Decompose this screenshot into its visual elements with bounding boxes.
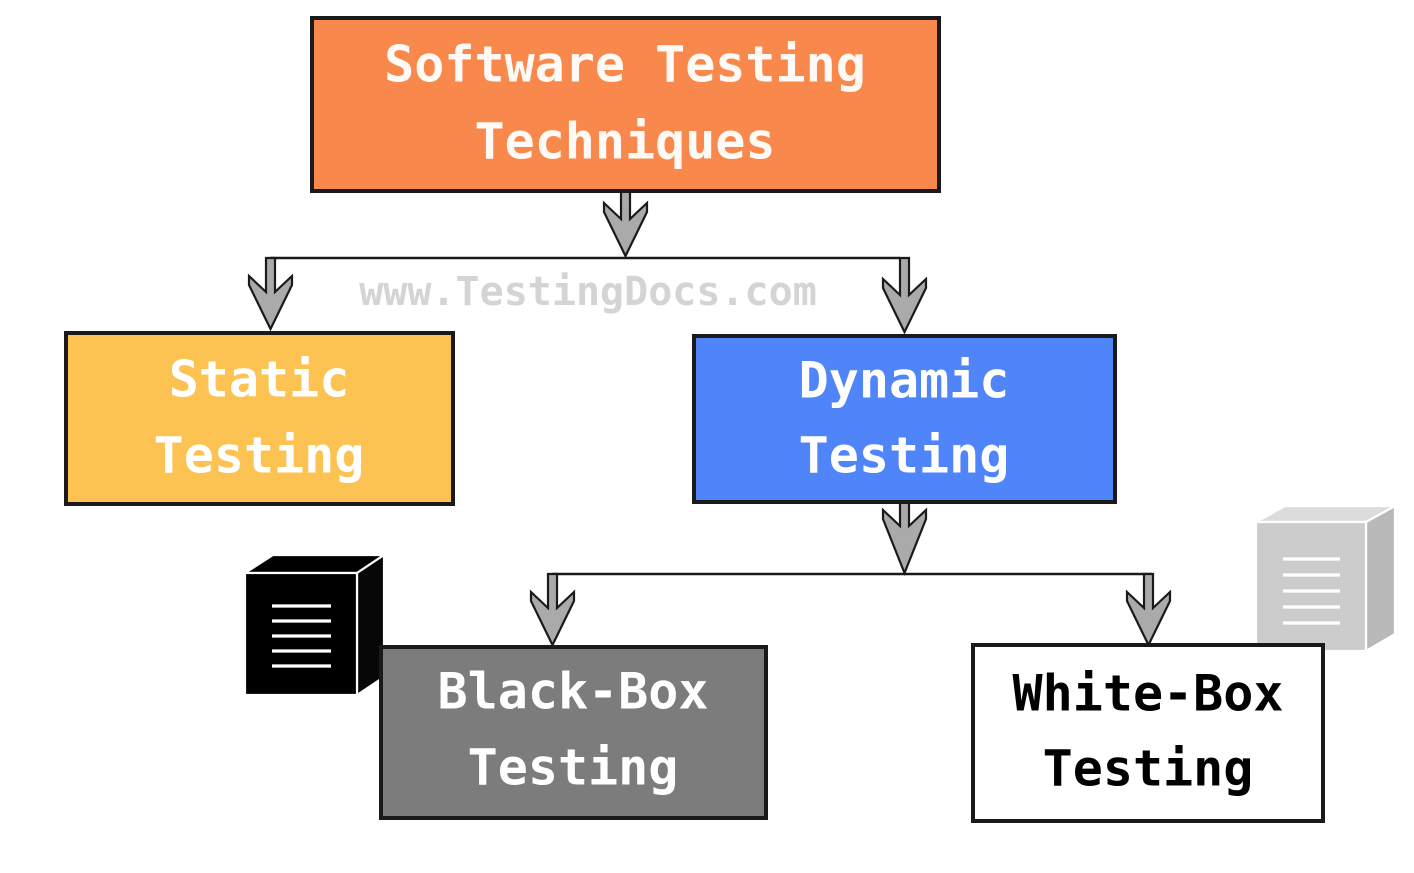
edge-root-to-static bbox=[247, 256, 294, 332]
node-dynamic-testing[interactable]: Dynamic Testing bbox=[692, 334, 1117, 504]
node-label-root-line2: Techniques bbox=[474, 113, 775, 171]
arrowhead-dynamic bbox=[881, 256, 928, 335]
node-box-root[interactable] bbox=[310, 16, 941, 193]
node-static-testing[interactable]: Static Testing bbox=[64, 331, 455, 506]
watermark-label: www.TestingDocs.com bbox=[359, 269, 817, 315]
arrowhead-blackbox bbox=[529, 572, 576, 648]
node-label-whitebox-line2: Testing bbox=[1043, 740, 1254, 798]
node-label-static-line2: Testing bbox=[154, 427, 365, 485]
arrowhead-dynamic-trunk bbox=[881, 500, 928, 576]
white-cube-icon bbox=[1254, 504, 1397, 653]
arrowhead-root-trunk bbox=[602, 189, 649, 259]
edge-root-to-children-trunk bbox=[602, 189, 649, 259]
node-box-blackbox[interactable] bbox=[379, 645, 768, 820]
connectors-layer bbox=[247, 189, 1172, 648]
node-box-whitebox[interactable] bbox=[971, 643, 1325, 823]
node-white-box-testing[interactable]: White-Box Testing bbox=[971, 643, 1325, 823]
node-black-box-testing[interactable]: Black-Box Testing bbox=[379, 645, 768, 820]
node-label-dynamic-line1: Dynamic bbox=[799, 352, 1010, 410]
edge-dynamic-to-blackbox bbox=[529, 572, 576, 648]
black-cube-icon bbox=[241, 552, 388, 698]
edge-dynamic-to-whitebox bbox=[1125, 572, 1172, 648]
node-label-blackbox-line1: Black-Box bbox=[438, 663, 709, 721]
edge-dynamic-to-children-trunk bbox=[881, 500, 928, 576]
node-box-static[interactable] bbox=[64, 331, 455, 506]
node-label-dynamic-line2: Testing bbox=[799, 427, 1010, 485]
node-label-whitebox-line1: White-Box bbox=[1013, 665, 1284, 723]
node-software-testing-techniques[interactable]: Software Testing Techniques bbox=[310, 16, 941, 193]
edge-root-to-dynamic bbox=[881, 256, 928, 335]
arrowhead-static bbox=[247, 256, 294, 332]
node-box-dynamic[interactable] bbox=[692, 334, 1117, 504]
node-label-root-line1: Software Testing bbox=[384, 36, 866, 94]
node-label-static-line1: Static bbox=[169, 351, 350, 409]
arrowhead-whitebox bbox=[1125, 572, 1172, 648]
node-label-blackbox-line2: Testing bbox=[468, 739, 679, 797]
